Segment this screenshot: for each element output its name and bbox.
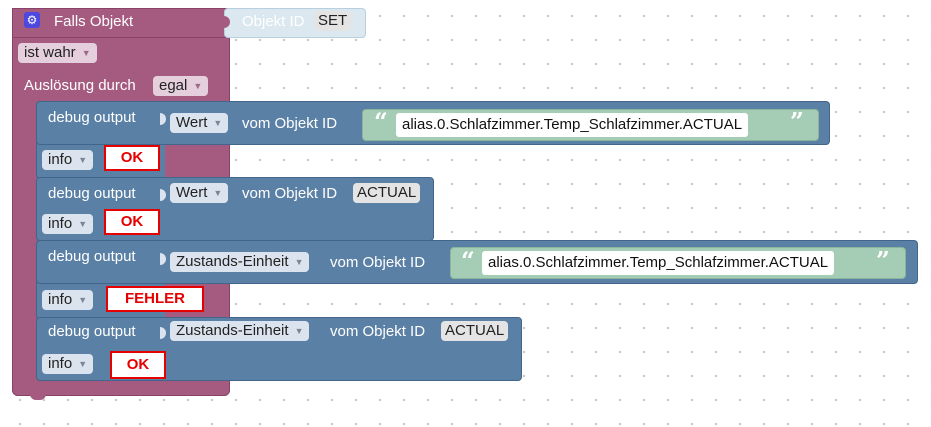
level-value: info <box>48 291 73 308</box>
open-quote-icon: “ <box>374 107 388 136</box>
value-connector <box>160 253 166 265</box>
chevron-down-icon: ▼ <box>193 81 203 91</box>
of-object-label: vom Objekt ID <box>242 115 338 132</box>
of-object-label: vom Objekt ID <box>330 323 426 340</box>
level-value: info <box>48 151 73 168</box>
trigger-title: Falls Objekt <box>54 13 134 30</box>
value-connector <box>160 189 166 201</box>
chevron-down-icon: ▼ <box>294 326 304 336</box>
trigger-footer <box>12 380 230 396</box>
object-id-value[interactable]: ACTUAL <box>441 321 509 341</box>
chevron-down-icon: ▼ <box>78 155 88 165</box>
of-object-label: vom Objekt ID <box>330 254 426 271</box>
gear-icon[interactable]: ⚙ <box>24 12 40 28</box>
status-note-ok: OK <box>104 209 160 235</box>
status-note-fehler: FEHLER <box>106 286 204 312</box>
level-dropdown[interactable]: info ▼ <box>42 214 94 234</box>
close-quote-icon: ” <box>876 246 890 275</box>
trigger-mode-label: Auslösung durch <box>24 77 136 94</box>
open-quote-icon: “ <box>461 246 475 275</box>
value-connector <box>160 327 166 339</box>
level-value: info <box>48 355 73 372</box>
debug-output-label: debug output <box>48 185 136 202</box>
chevron-down-icon: ▼ <box>213 118 223 128</box>
of-object-label: vom Objekt ID <box>242 185 338 202</box>
debug-output-label: debug output <box>48 109 136 126</box>
chevron-down-icon: ▼ <box>213 188 223 198</box>
property-value: Zustands-Einheit <box>176 322 289 339</box>
status-note-ok: OK <box>104 145 160 171</box>
condition-dropdown-value: ist wahr <box>24 44 76 61</box>
level-value: info <box>48 215 73 232</box>
value-connector <box>160 113 166 125</box>
chevron-down-icon: ▼ <box>78 219 88 229</box>
chevron-down-icon: ▼ <box>78 295 88 305</box>
trigger-mode-dropdown[interactable]: egal ▼ <box>153 76 209 96</box>
property-dropdown[interactable]: Zustands-Einheit ▼ <box>170 252 310 272</box>
chevron-down-icon: ▼ <box>294 257 304 267</box>
level-dropdown[interactable]: info ▼ <box>42 150 94 170</box>
condition-dropdown[interactable]: ist wahr ▼ <box>18 43 97 63</box>
debug-output-label: debug output <box>48 323 136 340</box>
property-dropdown[interactable]: Wert ▼ <box>170 183 229 203</box>
trigger-header[interactable] <box>12 8 230 38</box>
object-id-value[interactable]: ACTUAL <box>353 183 421 203</box>
chevron-down-icon: ▼ <box>81 48 91 58</box>
property-dropdown[interactable]: Zustands-Einheit ▼ <box>170 321 310 341</box>
status-note-ok: OK <box>110 351 166 379</box>
trigger-bottom-notch <box>30 394 46 400</box>
chevron-down-icon: ▼ <box>78 359 88 369</box>
property-value: Wert <box>176 184 208 201</box>
level-dropdown[interactable]: info ▼ <box>42 290 94 310</box>
property-value: Zustands-Einheit <box>176 253 289 270</box>
debug-output-label: debug output <box>48 248 136 265</box>
property-value: Wert <box>176 114 208 131</box>
trigger-mode-value: egal <box>159 77 188 94</box>
object-id-string[interactable]: alias.0.Schlafzimmer.Temp_Schlafzimmer.A… <box>482 251 835 275</box>
close-quote-icon: ” <box>790 107 804 136</box>
object-id-string[interactable]: alias.0.Schlafzimmer.Temp_Schlafzimmer.A… <box>396 113 749 137</box>
object-id-label: Objekt ID <box>242 13 305 30</box>
object-id-connector <box>224 16 230 28</box>
object-id-value[interactable]: SET <box>314 11 352 31</box>
level-dropdown[interactable]: info ▼ <box>42 354 94 374</box>
property-dropdown[interactable]: Wert ▼ <box>170 113 229 133</box>
